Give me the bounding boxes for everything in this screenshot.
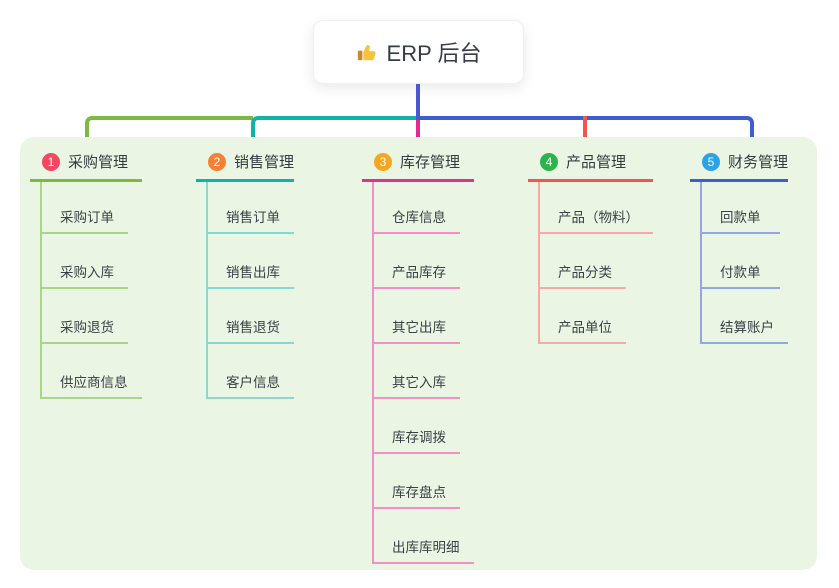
branch-children: 销售订单 销售出库 销售退货 客户信息 bbox=[206, 182, 294, 399]
branch-children: 仓库信息 产品库存 其它出库 其它入库 库存调拨 库存盘点 出库库明细 bbox=[372, 182, 474, 564]
thumbs-up-icon bbox=[356, 41, 378, 63]
node-item[interactable]: 付款单 bbox=[702, 234, 780, 289]
branch-title-product[interactable]: 4 产品管理 bbox=[528, 150, 653, 182]
root-title: ERP 后台 bbox=[386, 41, 482, 66]
branch-title-sales[interactable]: 2 销售管理 bbox=[196, 150, 295, 182]
node-item[interactable]: 采购退货 bbox=[42, 289, 128, 344]
branch-1-connector bbox=[85, 116, 253, 148]
root-node[interactable]: ERP 后台 bbox=[313, 20, 524, 84]
node-item[interactable]: 采购订单 bbox=[42, 182, 128, 234]
branch-3-connector bbox=[416, 120, 420, 148]
branch-4-connector bbox=[583, 116, 587, 148]
branch-title-label: 财务管理 bbox=[728, 154, 789, 171]
node-item[interactable]: 库存盘点 bbox=[374, 454, 460, 509]
branch-2-connector bbox=[251, 116, 418, 148]
node-item[interactable]: 回款单 bbox=[702, 182, 780, 234]
branch-inventory: 3 库存管理 仓库信息 产品库存 其它出库 其它入库 库存调拨 库存盘点 出库库… bbox=[362, 150, 474, 564]
badge-4: 4 bbox=[540, 152, 558, 171]
node-item[interactable]: 产品单位 bbox=[540, 289, 626, 344]
node-item[interactable]: 采购入库 bbox=[42, 234, 128, 289]
node-item[interactable]: 销售订单 bbox=[208, 182, 294, 234]
branch-finance: 5 财务管理 回款单 付款单 结算账户 bbox=[690, 150, 789, 344]
branch-title-label: 产品管理 bbox=[566, 154, 627, 171]
node-item[interactable]: 出库库明细 bbox=[374, 509, 474, 564]
badge-2: 2 bbox=[208, 152, 226, 171]
branch-title-label: 销售管理 bbox=[234, 154, 295, 171]
branch-children: 产品（物料） 产品分类 产品单位 bbox=[538, 182, 653, 344]
branch-product: 4 产品管理 产品（物料） 产品分类 产品单位 bbox=[528, 150, 653, 344]
node-item[interactable]: 其它出库 bbox=[374, 289, 460, 344]
badge-3: 3 bbox=[374, 152, 392, 171]
node-item[interactable]: 仓库信息 bbox=[374, 182, 460, 234]
node-item[interactable]: 结算账户 bbox=[702, 289, 788, 344]
node-item[interactable]: 供应商信息 bbox=[42, 344, 142, 399]
node-item[interactable]: 其它入库 bbox=[374, 344, 460, 399]
trunk-connector bbox=[416, 84, 420, 120]
branch-children: 回款单 付款单 结算账户 bbox=[700, 182, 788, 344]
branch-title-label: 采购管理 bbox=[68, 154, 129, 171]
branch-purchase: 1 采购管理 采购订单 采购入库 采购退货 供应商信息 bbox=[30, 150, 142, 399]
node-item[interactable]: 销售出库 bbox=[208, 234, 294, 289]
node-item[interactable]: 销售退货 bbox=[208, 289, 294, 344]
branch-title-purchase[interactable]: 1 采购管理 bbox=[30, 150, 142, 182]
node-item[interactable]: 产品库存 bbox=[374, 234, 460, 289]
branch-title-inventory[interactable]: 3 库存管理 bbox=[362, 150, 474, 182]
node-item[interactable]: 产品分类 bbox=[540, 234, 626, 289]
branch-title-finance[interactable]: 5 财务管理 bbox=[690, 150, 789, 182]
mindmap-panel: 1 采购管理 采购订单 采购入库 采购退货 供应商信息 2 销售管理 销售订单 … bbox=[20, 137, 817, 570]
branch-children: 采购订单 采购入库 采购退货 供应商信息 bbox=[40, 182, 142, 399]
node-item[interactable]: 产品（物料） bbox=[540, 182, 653, 234]
badge-1: 1 bbox=[42, 152, 60, 171]
badge-5: 5 bbox=[702, 152, 720, 171]
branch-sales: 2 销售管理 销售订单 销售出库 销售退货 客户信息 bbox=[196, 150, 295, 399]
node-item[interactable]: 库存调拨 bbox=[374, 399, 460, 454]
node-item[interactable]: 客户信息 bbox=[208, 344, 294, 399]
branch-title-label: 库存管理 bbox=[400, 154, 461, 171]
